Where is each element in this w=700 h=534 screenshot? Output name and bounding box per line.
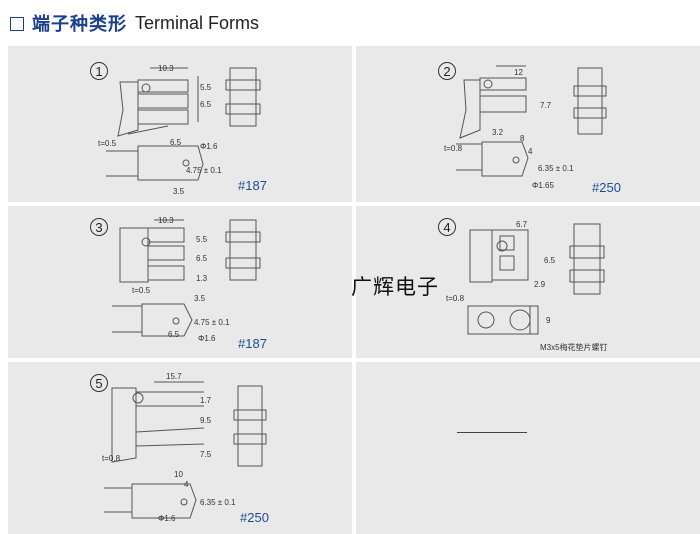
dim-label: t=0.5 [132, 286, 151, 295]
panel-5: 5 15.7 1.7 9.5 7.5 t=0.8 10 4 6.35 ± 0.1… [8, 362, 352, 534]
terminal-forms-grid: 1 10.3 5.5 6.5 t=0.5 6.5 Φ1.6 4.75 ± 0.1… [8, 46, 700, 534]
terminal-1-drawing [106, 67, 261, 181]
dim-label: 4 [528, 147, 533, 156]
panel-number: 2 [438, 62, 456, 80]
panel-3: 3 10.3 5.5 6.5 1.3 t=0.5 3.5 4.75 ± 0.1 … [8, 206, 352, 358]
dim-label: 6.5 [544, 256, 556, 265]
dim-label: 12 [514, 68, 523, 77]
dim-label: Φ1.65 [532, 181, 554, 190]
dim-label: 6.5 [170, 138, 182, 147]
panel-number: 5 [90, 374, 108, 392]
dim-label: 3.5 [173, 187, 185, 196]
dim-label: 6.5 [196, 254, 208, 263]
dim-label: Φ1.6 [158, 514, 176, 523]
terminal-size-tag: #187 [238, 178, 267, 193]
terminal-size-tag: #187 [238, 336, 267, 351]
dim-label: 10.3 [158, 64, 174, 73]
screw-note: M3x5梅花垫片螺钉 [540, 343, 608, 352]
dim-label: t=0.8 [446, 294, 465, 303]
panel-number: 1 [90, 62, 108, 80]
dim-label: 6.5 [168, 330, 180, 339]
checkbox-square-icon [10, 16, 24, 31]
dim-label: 6.35 ± 0.1 [538, 164, 574, 173]
dim-label: 5.5 [200, 83, 212, 92]
dim-label: 4 [184, 480, 189, 489]
panel-number: 4 [438, 218, 456, 236]
terminal-4-drawing [467, 223, 605, 335]
dim-label: 6.35 ± 0.1 [200, 498, 236, 507]
title-en: Terminal Forms [135, 12, 260, 33]
dim-label: Φ1.6 [200, 142, 218, 151]
dim-label: 10 [174, 470, 183, 479]
title-cn: 端子种类形 [32, 14, 127, 34]
dim-label: 9.5 [200, 416, 212, 425]
dim-label: 2.9 [534, 280, 546, 289]
dim-label: 3.2 [492, 128, 504, 137]
terminal-3-drawing [112, 219, 261, 337]
terminal-5-drawing [104, 381, 267, 519]
divider-line [457, 432, 527, 433]
dim-label: 9 [546, 316, 551, 325]
dim-label: 1.3 [196, 274, 208, 283]
dim-label: 4.75 ± 0.1 [186, 166, 222, 175]
panel-2: 2 12 7.7 3.2 t=0.8 8 4 6.35 ± 0.1 Φ1.65 … [356, 46, 700, 202]
dim-label: 10.3 [158, 216, 174, 225]
dim-label: 4.75 ± 0.1 [194, 318, 230, 327]
panel-6-empty [356, 362, 700, 534]
dim-label: 6.5 [200, 100, 212, 109]
terminal-size-tag: #250 [592, 180, 621, 195]
dim-label: 6.7 [516, 220, 528, 229]
dim-label: 5.5 [196, 235, 208, 244]
overlay-watermark-text: 广辉电子 [351, 275, 439, 299]
dim-label: t=0.8 [102, 454, 121, 463]
dim-label: t=0.8 [444, 144, 463, 153]
dim-label: 15.7 [166, 372, 182, 381]
terminal-size-tag: #250 [240, 510, 269, 525]
dim-label: 1.7 [200, 396, 212, 405]
dim-label: t=0.5 [98, 139, 117, 148]
dim-label: 7.7 [540, 101, 552, 110]
panel-4: 4 6.7 6.5 2.9 t=0.8 9 M3x5梅花垫片螺钉 [356, 206, 700, 358]
dim-label: Φ1.6 [198, 334, 216, 343]
dim-label: 8 [520, 134, 525, 143]
panel-number: 3 [90, 218, 108, 236]
dim-label: 7.5 [200, 450, 212, 459]
dim-label: 3.5 [194, 294, 206, 303]
terminal-2-drawing [456, 65, 607, 177]
page-title: 端子种类形 Terminal Forms [10, 8, 259, 38]
panel-1: 1 10.3 5.5 6.5 t=0.5 6.5 Φ1.6 4.75 ± 0.1… [8, 46, 352, 202]
